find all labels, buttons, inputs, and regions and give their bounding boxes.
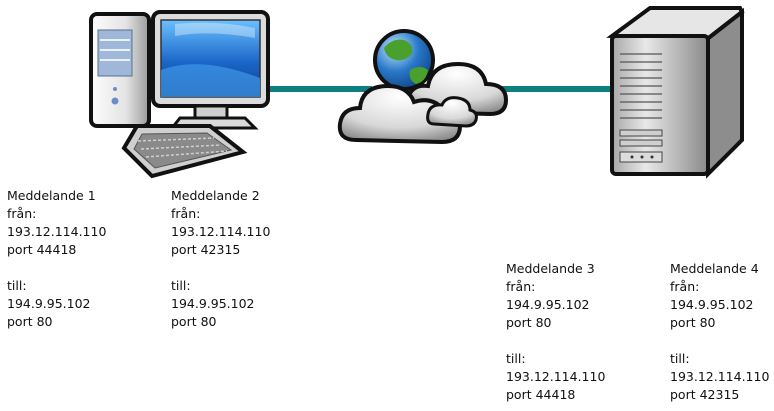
from-label: från: (506, 279, 536, 294)
to-ip: 194.9.95.102 (7, 296, 91, 311)
from-label: från: (7, 206, 37, 221)
to-ip: 194.9.95.102 (171, 296, 255, 311)
to-port: port 80 (171, 314, 217, 329)
from-port: port 80 (670, 315, 716, 330)
to-ip: 193.12.114.110 (506, 369, 606, 384)
message-title: Meddelande 2 (171, 188, 260, 203)
to-port: port 80 (7, 314, 53, 329)
server-tower-icon (606, 6, 745, 179)
from-label: från: (670, 279, 700, 294)
message-block-2: Meddelande 2 från: 193.12.114.110 port 4… (171, 187, 270, 331)
message-block-4: Meddelande 4 från: 194.9.95.102 port 80 … (670, 260, 769, 404)
internet-cloud-icon (337, 29, 509, 145)
from-port: port 44418 (7, 242, 77, 257)
to-label: till: (670, 351, 690, 366)
from-ip: 193.12.114.110 (171, 224, 271, 239)
message-title: Meddelande 1 (7, 188, 96, 203)
desktop-computer-icon (89, 10, 270, 179)
message-title: Meddelande 4 (670, 261, 759, 276)
from-ip: 193.12.114.110 (7, 224, 107, 239)
from-ip: 194.9.95.102 (670, 297, 754, 312)
to-port: port 44418 (506, 387, 576, 402)
from-port: port 80 (506, 315, 552, 330)
from-label: från: (171, 206, 201, 221)
to-label: till: (7, 278, 27, 293)
from-ip: 194.9.95.102 (506, 297, 590, 312)
to-port: port 42315 (670, 387, 740, 402)
message-block-3: Meddelande 3 från: 194.9.95.102 port 80 … (506, 260, 605, 404)
to-label: till: (506, 351, 526, 366)
message-title: Meddelande 3 (506, 261, 595, 276)
to-ip: 193.12.114.110 (670, 369, 770, 384)
from-port: port 42315 (171, 242, 241, 257)
message-block-1: Meddelande 1 från: 193.12.114.110 port 4… (7, 187, 106, 331)
to-label: till: (171, 278, 191, 293)
